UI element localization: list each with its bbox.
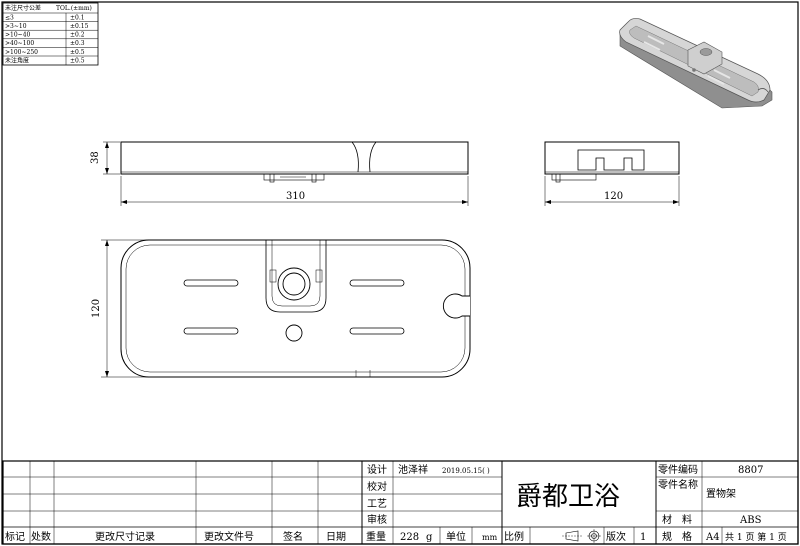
dimension-height-38: 38 xyxy=(90,141,120,175)
tol-row-value: ±0.2 xyxy=(70,32,85,39)
dimension-height-120-top: 120 xyxy=(91,239,150,378)
tolerance-table: 未注尺寸公差 TOL.(±mm) ≤3 ±0.1 >3~10 ±0.15 >10… xyxy=(2,2,99,66)
tol-row-value: ±0.15 xyxy=(70,23,89,30)
title-block: 标记 处数 更改尺寸记录 更改文件号 签名 日期 设计 池泽祥 2019.05.… xyxy=(2,460,799,545)
rev-header-count: 处数 xyxy=(31,530,51,543)
unit-value: mm xyxy=(482,533,498,542)
scale-label: 比例 xyxy=(504,530,524,543)
spec-label: 规 格 xyxy=(662,530,692,543)
side-view xyxy=(544,141,680,183)
dimension-width-120-side: 120 xyxy=(544,176,680,206)
tol-row-value: ±0.5 xyxy=(70,49,85,56)
top-view xyxy=(120,239,471,378)
dim-38-label: 38 xyxy=(90,151,101,164)
designer-name: 池泽祥 xyxy=(398,463,428,476)
dim-120-side-label: 120 xyxy=(604,191,623,202)
weight-value: 228 xyxy=(400,532,419,543)
tol-row-value: ±0.1 xyxy=(70,15,85,22)
sheet-count: 共 1 页 第 1 页 xyxy=(725,531,787,543)
dim-310-label: 310 xyxy=(286,191,305,202)
rev-header-date: 日期 xyxy=(326,531,346,543)
material-label: 材 料 xyxy=(662,513,692,526)
rev-header-record: 更改尺寸记录 xyxy=(95,530,155,543)
design-date: 2019.05.15( ) xyxy=(442,467,490,475)
weight-unit: g xyxy=(426,532,433,543)
tol-header-left: 未注尺寸公差 xyxy=(5,4,41,12)
tol-row-range: >3~10 xyxy=(5,23,27,30)
tol-row-range: ≤3 xyxy=(5,15,14,22)
dim-120-top-label: 120 xyxy=(91,299,102,318)
tol-row-range: >40~100 xyxy=(5,40,34,47)
rev-header-file: 更改文件号 xyxy=(204,530,254,543)
version-value: 1 xyxy=(640,532,646,543)
isometric-render xyxy=(619,18,773,109)
review-label: 审核 xyxy=(367,513,387,526)
check-label: 校对 xyxy=(367,480,387,493)
part-name-label: 零件名称 xyxy=(658,478,698,491)
front-view xyxy=(120,141,469,183)
tol-row-range: >100~250 xyxy=(5,49,38,56)
dimension-length-310: 310 xyxy=(120,176,469,206)
company-name: 爵都卫浴 xyxy=(516,482,620,512)
tol-row-range: 未注角度 xyxy=(5,56,29,64)
rev-header-mark: 标记 xyxy=(5,531,25,543)
part-no-value: 8807 xyxy=(738,465,763,476)
tol-header-right: TOL.(±mm) xyxy=(56,5,92,12)
paper-size: A4 xyxy=(705,532,720,543)
version-label: 版次 xyxy=(606,530,626,543)
part-name-value: 置物架 xyxy=(706,487,736,500)
unit-label: 单位 xyxy=(446,530,466,543)
rev-header-sign: 签名 xyxy=(283,530,303,543)
weight-label: 重量 xyxy=(366,530,386,543)
part-no-label: 零件编码 xyxy=(658,463,698,476)
material-value: ABS xyxy=(739,515,762,526)
process-label: 工艺 xyxy=(367,498,387,510)
design-label: 设计 xyxy=(367,463,387,476)
tol-row-range: >10~40 xyxy=(5,32,31,39)
projection-symbol xyxy=(562,529,601,543)
tol-row-value: ±0.5 xyxy=(70,57,85,64)
tol-row-value: ±0.3 xyxy=(70,40,85,47)
